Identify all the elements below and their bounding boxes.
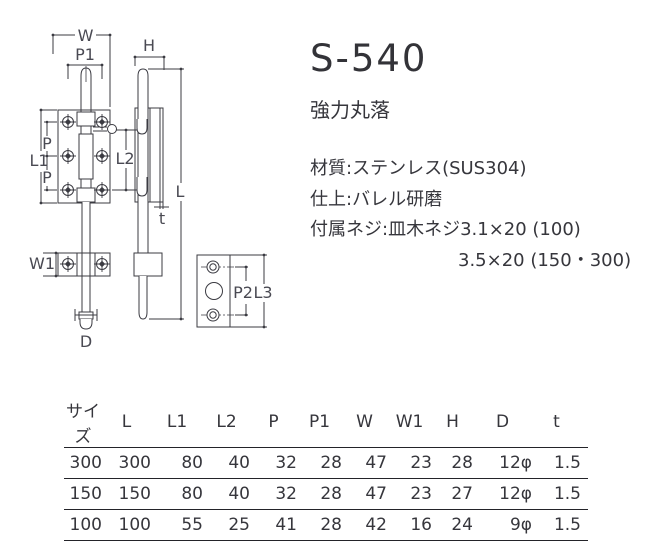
table-row-300: 300 300 80 40 32 28 47 23 28 12φ 1.5 [64,447,588,479]
table-cell: 9φ [473,509,532,541]
table-row-150: 150 150 80 40 32 28 47 23 27 12φ 1.5 [64,478,588,510]
dim-label-l: L [176,182,185,201]
col-header-size: サイズ [64,397,102,448]
table-cell: 47 [342,447,387,479]
col-header-t: t [532,397,588,448]
table-cell: 1.5 [532,447,588,479]
table-row-100: 100 100 55 25 41 28 42 16 24 9φ 1.5 [64,509,588,541]
dim-label-w1: W1 [29,254,55,273]
table-cell: 1.5 [532,509,588,541]
dim-label-l1: L1 [29,151,48,170]
product-specs: 材質:ステンレス(SUS304) 仕上:バレル研磨 付属ネジ:皿木ネジ3.1×2… [310,154,645,276]
dimension-table: サイズ L L1 L2 P P1 W W1 H D t 300 300 80 4… [64,397,588,541]
col-header-w1: W1 [387,397,432,448]
table-cell: 12φ [473,447,532,479]
dim-label-d: D [80,332,92,351]
col-header-p: P [250,397,297,448]
col-header-l: L [102,397,151,448]
table-cell: 40 [203,447,250,479]
col-header-h: H [432,397,473,448]
table-cell: 80 [151,447,203,479]
dim-label-l3: L3 [253,283,272,302]
front-view [39,33,137,329]
table-cell: 47 [342,478,387,510]
col-header-p1: P1 [297,397,342,448]
product-info: S-540 強力丸落 材質:ステンレス(SUS304) 仕上:バレル研磨 付属ネ… [310,40,645,276]
table-cell: 23 [387,447,432,479]
table-cell: 1.5 [532,478,588,510]
table-cell: 100 [64,509,102,541]
table-cell: 16 [387,509,432,541]
spec-screws-continued: 3.5×20 (150・300) [458,249,632,271]
dim-label-l2: L2 [115,149,134,168]
table-cell: 55 [151,509,203,541]
col-header-l2: L2 [203,397,250,448]
col-header-w: W [342,397,387,448]
table-cell: 150 [102,478,151,510]
technical-drawing: W P1 P L1 P L2 W1 D H L t P2 L3 [0,0,300,360]
dimension-labels: W P1 P L1 P L2 W1 D H L t P2 L3 [29,26,273,351]
table-cell: 25 [203,509,250,541]
table-cell: 28 [432,447,473,479]
col-header-l1: L1 [151,397,203,448]
table-cell: 27 [432,478,473,510]
dim-label-p1: P1 [75,45,95,64]
col-header-d: D [473,397,532,448]
side-view [134,55,184,321]
table-cell: 40 [203,478,250,510]
table-header-row: サイズ L L1 L2 P P1 W W1 H D t [64,397,588,448]
spec-screws: 付属ネジ:皿木ネジ3.1×20 (100) [310,219,581,240]
table-cell: 150 [64,478,102,510]
table-cell: 80 [151,478,203,510]
product-name: 強力丸落 [310,98,390,122]
table-cell: 32 [250,478,297,510]
dim-label-p-lower: P [42,168,52,187]
dim-label-p-upper: P [42,134,52,153]
dim-label-t: t [159,209,165,228]
table-cell: 28 [297,478,342,510]
table-cell: 23 [387,478,432,510]
table-cell: 28 [297,447,342,479]
dim-label-w: W [78,26,94,45]
dim-label-h: H [143,36,155,55]
product-model: S-540 [310,37,428,80]
table-cell: 100 [102,509,151,541]
table-cell: 12φ [473,478,532,510]
table-cell: 300 [64,447,102,479]
table-cell: 24 [432,509,473,541]
table-cell: 42 [342,509,387,541]
table-cell: 32 [250,447,297,479]
table-cell: 41 [250,509,297,541]
technical-drawing-svg: W P1 P L1 P L2 W1 D H L t P2 L3 [29,26,273,351]
strike-plate-view [197,253,267,329]
table-cell: 300 [102,447,151,479]
table-cell: 28 [297,509,342,541]
spec-material: 材質:ステンレス(SUS304) [310,158,527,179]
dim-label-p2: P2 [233,283,253,302]
spec-finish: 仕上:バレル研磨 [310,188,443,210]
